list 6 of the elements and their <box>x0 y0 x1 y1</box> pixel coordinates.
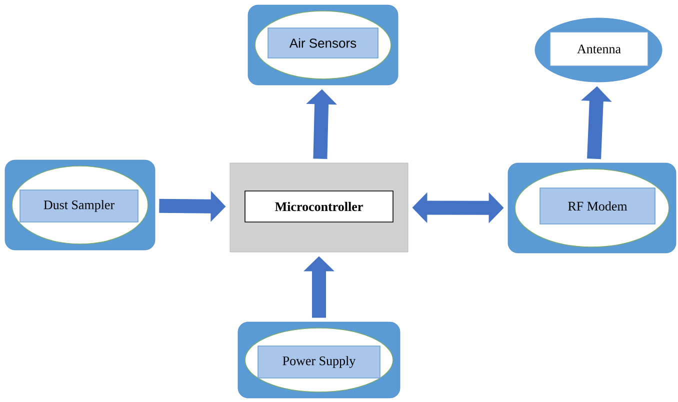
module-box: Antenna <box>534 18 662 82</box>
module-box: Air Sensors <box>248 4 398 86</box>
module-box: RF Modem <box>508 162 676 254</box>
module-box: Power Supply <box>238 322 400 398</box>
module-box: Microcontroller <box>230 162 408 252</box>
module-box: Dust Sampler <box>4 160 156 250</box>
